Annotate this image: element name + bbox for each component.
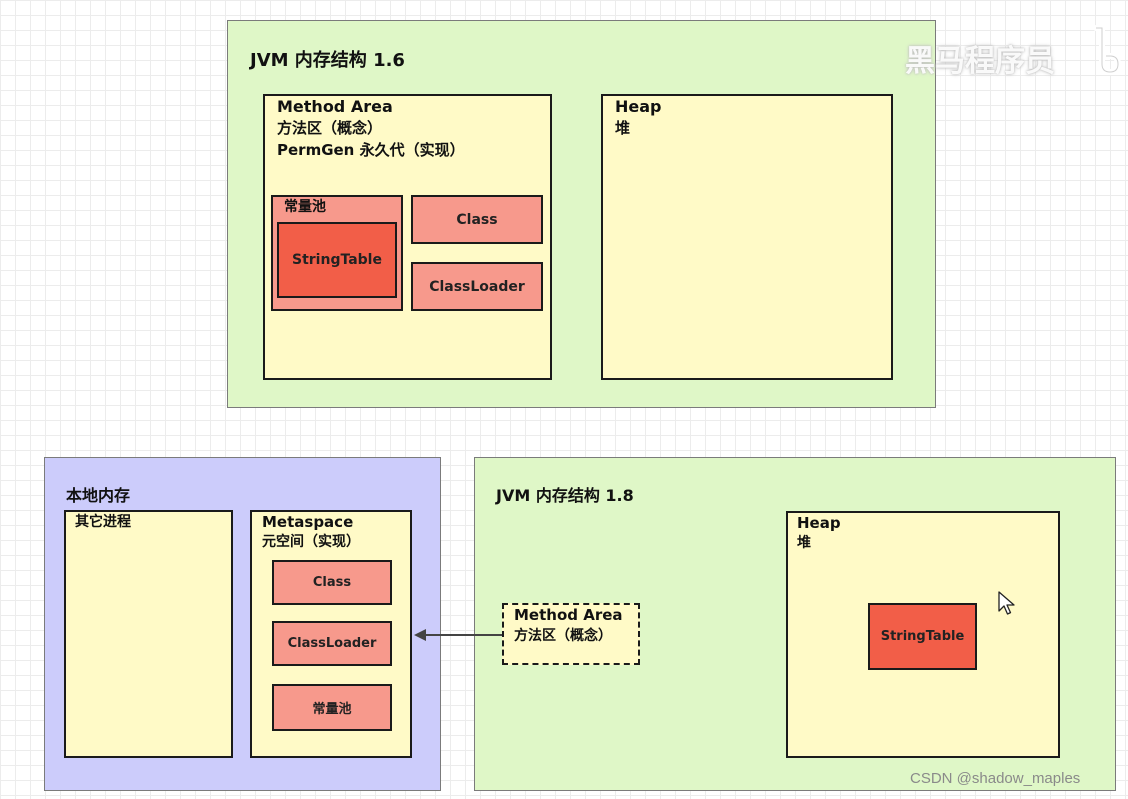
jvm16-method-area-impl: PermGen 永久代（实现） [277, 141, 465, 159]
metaspace-class-loader: ClassLoader [272, 621, 392, 666]
jvm18-title: JVM 内存结构 1.8 [496, 486, 634, 505]
jvm16-method-area-label: Method Area [277, 97, 393, 116]
watermark: 黑马程序员 [905, 44, 1055, 79]
csdn-credit: CSDN @shadow_maples [910, 770, 1081, 787]
jvm16-constant-pool-label: 常量池 [284, 199, 326, 215]
native-memory-title: 本地内存 [66, 486, 131, 505]
jvm18-method-area-concept: 方法区（概念） [514, 628, 612, 644]
watermark-logo-icon [1093, 25, 1122, 76]
jvm16-heap-label: Heap [615, 97, 662, 116]
jvm18-method-area-label: Method Area [514, 606, 623, 624]
other-processes-area [64, 510, 233, 758]
jvm16-class: Class [411, 195, 543, 244]
jvm16-class-loader: ClassLoader [411, 262, 543, 311]
other-processes-label: 其它进程 [75, 514, 131, 530]
jvm16-string-table: StringTable [277, 222, 397, 298]
method-area-to-metaspace-arrow [414, 629, 502, 641]
jvm18-heap [786, 511, 1060, 758]
metaspace-constant-pool: 常量池 [272, 684, 392, 731]
jvm16-title: JVM 内存结构 1.6 [250, 50, 405, 71]
metaspace-impl-label: 元空间（实现） [262, 534, 360, 550]
jvm16-method-area-concept: 方法区（概念） [277, 119, 383, 137]
jvm18-heap-cn-label: 堆 [797, 535, 811, 551]
metaspace-label: Metaspace [262, 513, 354, 531]
jvm18-string-table: StringTable [868, 603, 977, 670]
jvm16-heap [601, 94, 893, 380]
metaspace-class: Class [272, 560, 392, 605]
mouse-cursor-icon [998, 591, 1015, 615]
jvm16-heap-cn-label: 堆 [615, 119, 631, 137]
jvm18-method-area [502, 603, 640, 665]
jvm18-heap-label: Heap [797, 514, 841, 532]
